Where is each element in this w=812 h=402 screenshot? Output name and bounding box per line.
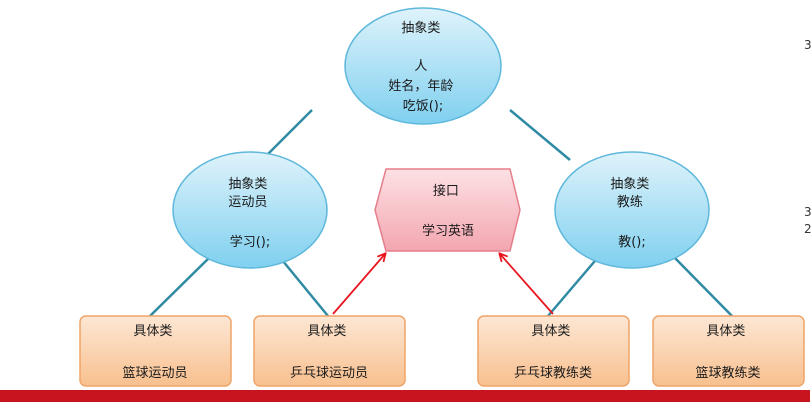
basketball-player-line: 篮球运动员	[122, 366, 187, 381]
pingpong-coach-line: 乒乓球教练类	[514, 365, 592, 381]
edge-athlete-pingpong-player	[277, 254, 329, 317]
edge-athlete-basketball-player	[149, 254, 213, 317]
clipped-edge-text: 3	[804, 205, 812, 219]
pingpong-coach-label: 具体类 乒乓球教练类	[514, 324, 592, 381]
abstract-class-person	[344, 7, 502, 125]
person-line: 抽象类	[401, 21, 440, 36]
athlete-line: 学习();	[230, 234, 271, 250]
basketball-coach-line: 篮球教练类	[695, 365, 760, 381]
interface-hexagon	[374, 168, 521, 252]
edge-person-athlete	[261, 109, 313, 161]
edge-coach-pingpong-coach	[547, 254, 601, 317]
abstract-class-athlete	[172, 151, 328, 269]
athlete-line: 抽象类	[228, 177, 267, 192]
concrete-class-pingpong-coach	[477, 315, 630, 387]
coach-line: 教();	[618, 234, 646, 250]
person-label: 抽象类 人 姓名，年龄 吃饭();	[388, 21, 457, 114]
person-line: 姓名，年龄	[388, 78, 453, 94]
pingpong-player-line: 具体类	[307, 324, 346, 339]
arrow-pingpong-coach-to-interface	[500, 254, 554, 315]
abstract-class-coach	[554, 151, 710, 269]
clipped-edge-text: 2	[804, 222, 812, 236]
concrete-class-basketball-coach	[652, 315, 805, 387]
edge-coach-basketball-coach	[671, 254, 733, 317]
pingpong-player-line: 乒乓球运动员	[290, 366, 368, 381]
basketball-coach-line: 具体类	[706, 324, 745, 339]
coach-label: 抽象类 教练 教();	[610, 177, 653, 250]
athlete-label: 抽象类 运动员 学习();	[228, 177, 271, 250]
basketball-player-line: 具体类	[133, 324, 172, 339]
clipped-edge-text: 3	[804, 38, 812, 52]
concrete-class-pingpong-player	[253, 315, 406, 387]
coach-line: 教练	[617, 194, 643, 210]
arrow-pingpong-player-to-interface	[332, 254, 385, 315]
edge-person-coach	[509, 109, 571, 161]
concrete-class-basketball-player	[79, 315, 232, 387]
athlete-line: 运动员	[228, 195, 267, 210]
interface-label: 接口 学习英语	[422, 183, 474, 239]
pingpong-coach-line: 具体类	[531, 324, 570, 339]
coach-line: 抽象类	[610, 177, 649, 192]
interface-line: 接口	[433, 183, 459, 199]
pingpong-player-label: 具体类 乒乓球运动员	[290, 324, 368, 381]
interface-line: 学习英语	[422, 223, 474, 239]
person-line: 吃饭();	[403, 98, 444, 114]
basketball-coach-label: 具体类 篮球教练类	[695, 324, 760, 381]
bottom-red-bar	[0, 390, 810, 402]
person-line: 人	[414, 59, 427, 74]
basketball-player-label: 具体类 篮球运动员	[122, 324, 187, 381]
